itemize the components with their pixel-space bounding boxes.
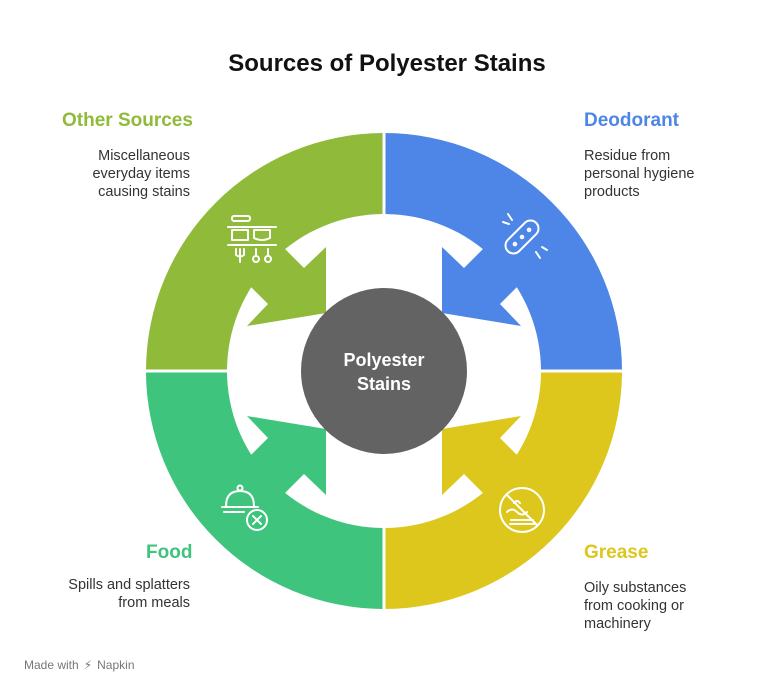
made-with-label: Made with: [24, 658, 79, 672]
deodorant-description: Residue from personal hygiene products: [584, 148, 695, 200]
arrow-food: [243, 416, 326, 499]
segment-other-sources: [146, 133, 384, 371]
other-sources-description: Miscellaneous everyday items causing sta…: [92, 148, 190, 200]
center-label-line1: Polyester: [343, 350, 424, 370]
segment-grease: [384, 371, 622, 609]
cloche-no-food-icon: [221, 484, 268, 531]
food-description: Spills and splatters from meals: [68, 577, 190, 611]
arrow-deodorant: [442, 243, 525, 326]
kitchen-utensils-icon: [227, 215, 277, 263]
center-circle: [301, 288, 467, 454]
grease-description: Oily substances from cooking or machiner…: [584, 580, 687, 632]
center-label-line2: Stains: [357, 374, 411, 394]
no-grease-icon: [499, 487, 545, 533]
segment-food: [146, 371, 384, 609]
food-title: Food: [146, 542, 193, 563]
napkin-logo-icon: ⚡: [83, 658, 93, 672]
deodorant-title: Deodorant: [584, 110, 679, 131]
segment-deodorant: [384, 133, 622, 371]
napkin-brand-label: Napkin: [97, 658, 135, 672]
deodorant-stick-icon: [502, 213, 548, 259]
other-sources-title: Other Sources: [62, 110, 193, 131]
arrow-other-sources: [243, 243, 326, 326]
diagram-title: Sources of Polyester Stains: [228, 50, 546, 77]
grease-title: Grease: [584, 542, 649, 563]
made-with-napkin-footer[interactable]: Made with ⚡ Napkin: [24, 658, 135, 672]
arrow-grease: [442, 416, 525, 499]
